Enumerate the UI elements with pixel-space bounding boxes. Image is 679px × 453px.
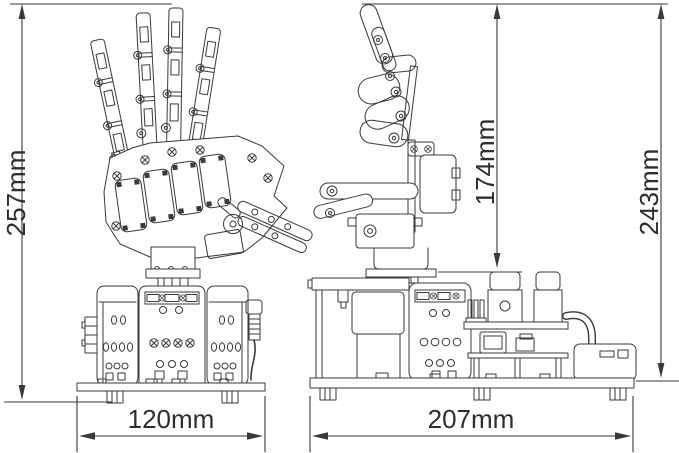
controller-pcb [463, 271, 569, 379]
wrist-front [145, 246, 201, 287]
base-plate-front [76, 378, 266, 404]
palm [103, 135, 288, 259]
left-connector [81, 316, 98, 354]
dim-label-side-width: 207mm [428, 404, 515, 434]
finger [160, 7, 184, 149]
base-enclosure-front [96, 285, 249, 386]
front-view-drawing [76, 7, 313, 404]
dim-label-front-height: 257mm [1, 150, 31, 237]
curled-fingers-side [357, 54, 418, 148]
dim-label-side-total-height: 243mm [634, 149, 664, 236]
finger [130, 12, 158, 154]
dim-label-front-width: 120mm [128, 404, 215, 434]
dimension-annotations: 257mm 174mm 243mm 120mm [1, 3, 679, 452]
base-panel-side [408, 282, 472, 384]
dim-label-side-hand-height: 174mm [470, 119, 500, 206]
dim-side-hand-height [362, 3, 668, 273]
power-plug-cable [245, 299, 263, 381]
base-plate-side [309, 372, 635, 401]
thumb-front [204, 197, 313, 259]
dim-side-width [309, 396, 634, 452]
base-motor-side [307, 277, 410, 379]
dim-front-height [4, 3, 172, 403]
power-box [573, 343, 637, 381]
side-view-drawing [307, 4, 637, 401]
dim-side-total-height [636, 4, 679, 382]
thumb-side [359, 4, 397, 81]
dim-front-width [76, 396, 266, 452]
wrist-servo-assembly-side [313, 139, 461, 284]
